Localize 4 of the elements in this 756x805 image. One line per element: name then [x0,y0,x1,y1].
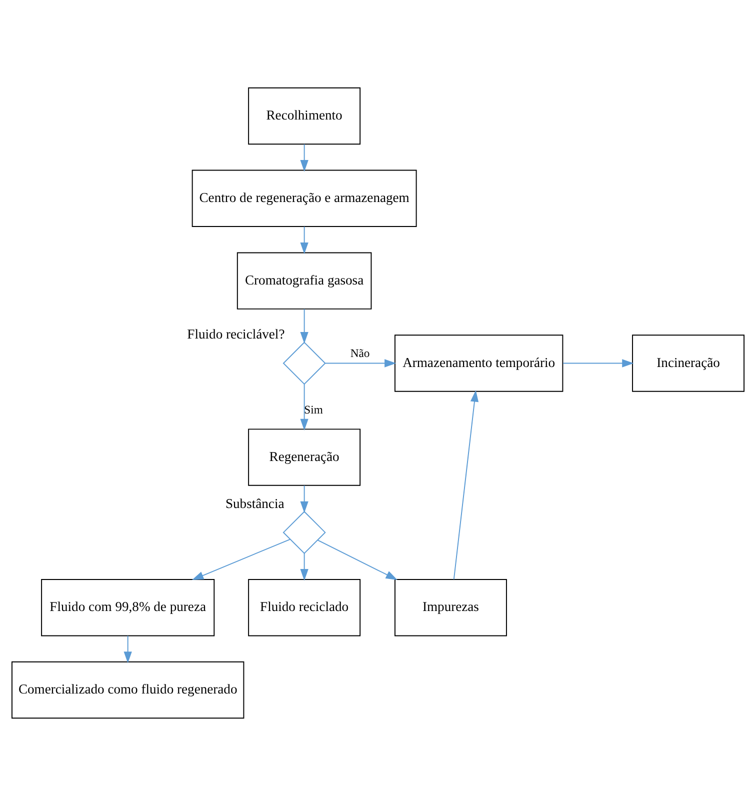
node-label: Substância [225,495,284,510]
edge-label: Não [350,346,370,360]
node-label: Fluido reciclável? [187,326,285,342]
edge-label: Sim [304,402,323,416]
